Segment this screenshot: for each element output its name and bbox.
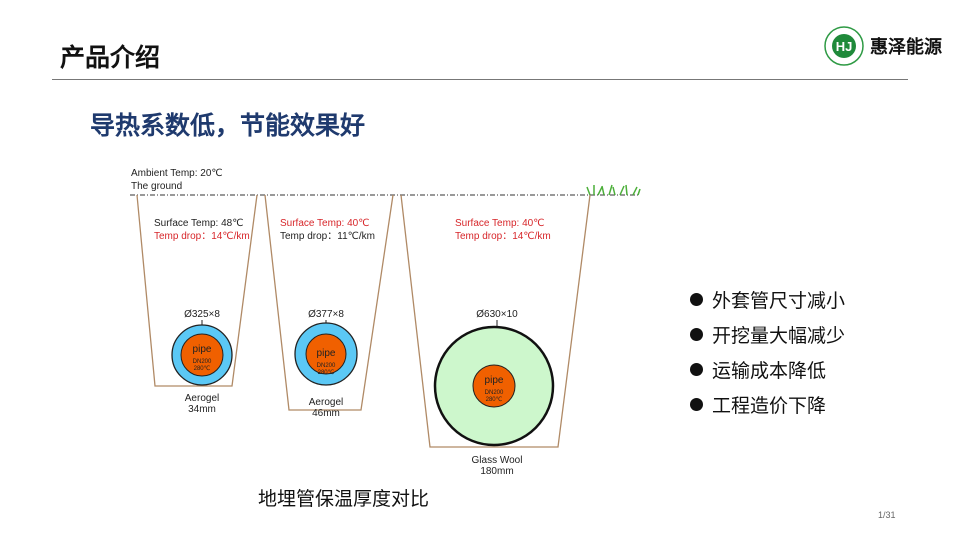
pipe-core-1 [180, 333, 224, 377]
pipe-temp: 280℃ [486, 396, 503, 403]
list-item-text: 运输成本降低 [712, 361, 827, 382]
pipe-spec: DN200 [193, 359, 212, 365]
thickness-2: 46mm [312, 408, 340, 419]
logo-text: 惠泽能源 [870, 37, 942, 57]
thickness-1: 34mm [188, 404, 216, 415]
material-2: Aerogel [309, 397, 343, 408]
temp-drop-1: Temp drop：14℃/km [154, 231, 250, 242]
ambient-temp: Ambient Temp: 20℃ [131, 168, 223, 179]
pipe-spec: DN200 [317, 363, 336, 369]
trench-3 [400, 194, 591, 448]
temp-drop-2: Temp drop：11℃/km [280, 231, 375, 242]
pipe-dimension-1: Ø325×8 [184, 309, 220, 320]
ground-label: The ground [131, 181, 182, 192]
trench-1 [136, 194, 258, 387]
list-item: 工程造价下降 [690, 387, 845, 422]
bullet-icon [690, 328, 703, 341]
benefit-list: 外套管尺寸减小 开挖量大幅减少 运输成本降低 工程造价下降 [690, 282, 845, 422]
bullet-icon [690, 398, 703, 411]
surface-temp-2: Surface Temp: 40℃ [280, 218, 369, 229]
bullet-icon [690, 293, 703, 306]
surface-temp-1: Surface Temp: 48℃ [154, 218, 243, 229]
pipe-label: pipe [193, 344, 212, 355]
diagram-caption: 地埋管保温厚度对比 [258, 489, 430, 510]
list-item: 运输成本降低 [690, 352, 845, 387]
material-3: Glass Wool [472, 455, 523, 466]
bullet-icon [690, 363, 703, 376]
pipe-core-2 [305, 333, 347, 375]
temp-drop-3: Temp drop：14℃/km [455, 231, 551, 242]
material-1: Aerogel [185, 393, 219, 404]
company-logo: HJ 惠泽能源 [824, 26, 942, 66]
pipe-core-3 [472, 364, 516, 408]
pipe-temp: 280℃ [318, 369, 335, 376]
divider [52, 79, 908, 80]
list-item: 外套管尺寸减小 [690, 282, 845, 317]
thickness-3: 180mm [480, 466, 513, 477]
svg-text:HJ: HJ [836, 39, 853, 54]
page-number: 1/31 [878, 510, 896, 520]
pipe-label: pipe [485, 375, 504, 386]
slide-subtitle: 导热系数低，节能效果好 [90, 112, 366, 140]
grass-icon [586, 184, 641, 196]
pipe-dimension-2: Ø377×8 [308, 309, 344, 320]
list-item: 开挖量大幅减少 [690, 317, 845, 352]
logo-icon: HJ [824, 26, 864, 66]
pipe-label: pipe [317, 348, 336, 359]
list-item-text: 开挖量大幅减少 [712, 326, 846, 347]
trench-2 [264, 194, 394, 411]
surface-temp-3: Surface Temp: 40℃ [455, 218, 544, 229]
page-title: 产品介绍 [60, 44, 161, 72]
pipe-dimension-3: Ø630×10 [476, 309, 518, 320]
pipe-temp: 280℃ [194, 365, 211, 372]
list-item-text: 工程造价下降 [712, 396, 827, 417]
pipe-spec: DN200 [485, 390, 504, 396]
list-item-text: 外套管尺寸减小 [712, 291, 846, 312]
